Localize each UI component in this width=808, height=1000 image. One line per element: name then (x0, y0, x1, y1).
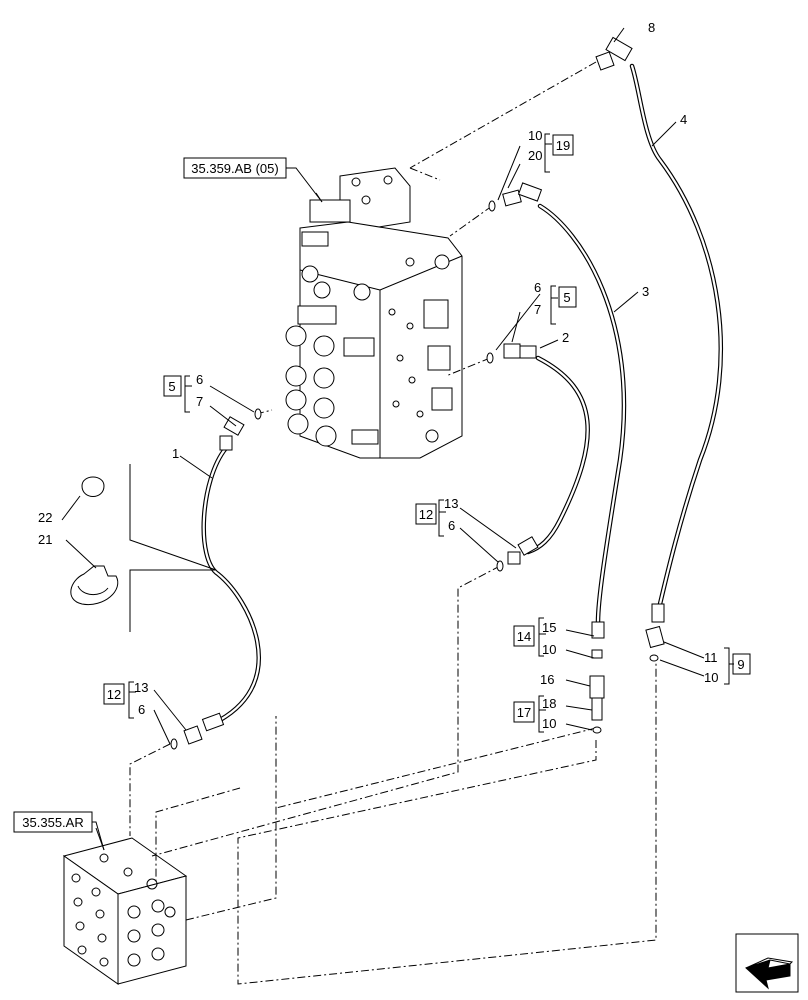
callout-4: 4 (680, 112, 687, 127)
group-box-19-label: 19 (556, 138, 570, 153)
group-box-17-label: 17 (517, 705, 531, 720)
callout-g5l-a: 6 (196, 372, 203, 387)
spool-caps (285, 265, 379, 447)
group-box-14[interactable] (513, 625, 535, 647)
callout-g5r-a: 6 (534, 280, 541, 295)
callout-g12l-a: 13 (134, 680, 148, 695)
fittings (170, 36, 665, 750)
callout-1: 1 (172, 446, 179, 461)
group-box-19[interactable] (552, 134, 574, 156)
valve-face-ports (353, 254, 453, 443)
valve-reference-box[interactable]: 35.359.AB (05) (183, 157, 287, 179)
callout-g9-a: 11 (704, 650, 718, 665)
callout-g14-a: 15 (542, 620, 556, 635)
callout-8: 8 (648, 20, 655, 35)
group-box-5-right-label: 5 (563, 290, 570, 305)
group-brackets (128, 133, 734, 733)
group-box-12-lower-label: 12 (107, 687, 121, 702)
callout-16: 16 (540, 672, 554, 687)
group-box-9-label: 9 (737, 657, 744, 672)
group-box-9[interactable] (732, 653, 751, 675)
direction-arrow-icon[interactable] (735, 933, 799, 993)
callout-g19-b: 20 (528, 148, 542, 163)
callout-g12u-a: 13 (444, 496, 458, 511)
group-box-17[interactable] (513, 701, 535, 723)
group-box-12-upper-label: 12 (419, 507, 433, 522)
block-reference-box[interactable]: 35.355.AR (13, 811, 93, 833)
hose-3 (537, 203, 627, 625)
callout-g17-a: 18 (542, 696, 556, 711)
callout-g9-b: 10 (704, 670, 718, 685)
callout-g14-b: 10 (542, 642, 556, 657)
group-box-5-left[interactable] (163, 375, 182, 397)
callout-g19-a: 10 (528, 128, 542, 143)
valve-reference-label: 35.359.AB (05) (191, 161, 278, 176)
control-valve-assembly (285, 167, 463, 459)
callout-g12u-b: 6 (448, 518, 455, 533)
callout-g17-b: 10 (542, 716, 556, 731)
callout-g5l-b: 7 (196, 394, 203, 409)
group-box-12-upper[interactable] (415, 503, 437, 525)
callout-labels: 8 4 3 2 1 16 22 21 10 20 19 6 7 5 5 6 7 … (38, 20, 751, 731)
hose-2 (525, 355, 590, 555)
group-box-5-left-label: 5 (168, 379, 175, 394)
clamp-parts (70, 464, 217, 632)
group-box-5-right[interactable] (558, 286, 577, 308)
callout-g5r-b: 7 (534, 302, 541, 317)
callout-2: 2 (562, 330, 569, 345)
dashed-connection-lines (129, 61, 657, 985)
callout-21: 21 (38, 532, 52, 547)
block-reference-label: 35.355.AR (22, 815, 83, 830)
hose-1 (201, 445, 261, 723)
group-box-14-label: 14 (517, 629, 531, 644)
manifold-block (62, 837, 188, 985)
hose-4 (629, 63, 724, 607)
callout-3: 3 (642, 284, 649, 299)
callout-g12l-b: 6 (138, 702, 145, 717)
callout-22: 22 (38, 510, 52, 525)
group-box-12-lower[interactable] (103, 683, 125, 705)
